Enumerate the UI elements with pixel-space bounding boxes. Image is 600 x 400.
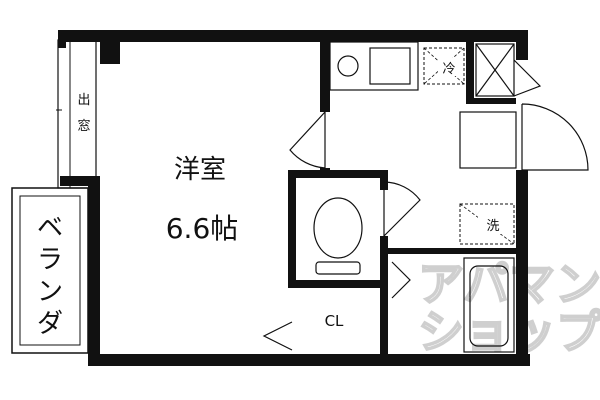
door-entrance (521, 103, 589, 171)
washer-space (459, 203, 515, 245)
stove-icon (337, 55, 359, 77)
watermark-logo: アパマン ショップ (417, 256, 600, 360)
veranda-char-3: ン (37, 277, 63, 307)
watermark-line-1: アパマン (418, 257, 600, 311)
outer-walls (58, 30, 530, 366)
entrance-area (459, 43, 542, 169)
bay-window (56, 39, 97, 189)
door-closet (262, 321, 293, 351)
veranda-char-1: ベ (37, 213, 63, 243)
toilet (313, 197, 363, 275)
watermark-line-2: ショップ (418, 305, 600, 359)
door-toilet (383, 181, 421, 237)
fridge-label: 冷 (442, 62, 455, 77)
washer-label: 洗 (486, 219, 499, 234)
kitchen (329, 41, 419, 91)
bay-window-label-2: 窓 (77, 118, 90, 134)
bay-window-label-1: 出 (77, 93, 90, 108)
veranda-char-2: ラ (37, 245, 63, 275)
interior-walls (288, 42, 516, 354)
door-room-kitchen (289, 111, 326, 169)
closet-label: CL (325, 312, 344, 330)
bathtub (463, 257, 515, 353)
veranda-char-4: ダ (37, 309, 63, 339)
room-name: 洋室 (174, 155, 226, 185)
doors (262, 103, 589, 351)
sink-icon (369, 47, 411, 85)
fridge-space (423, 47, 465, 85)
veranda-label: ベ ラ ン ダ (37, 213, 63, 339)
room-size: 6.6帖 (166, 212, 239, 245)
door-bath (391, 261, 411, 299)
